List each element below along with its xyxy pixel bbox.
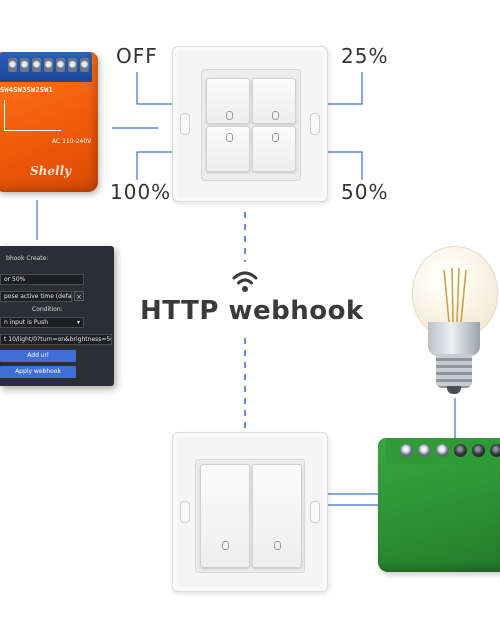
terminal-block bbox=[0, 52, 92, 82]
filament-icon bbox=[443, 267, 467, 326]
rocker-off[interactable] bbox=[206, 78, 250, 124]
terminal-screw-icon bbox=[454, 444, 467, 457]
mount-slot bbox=[180, 113, 190, 135]
terminal-screw-icon bbox=[8, 58, 17, 72]
level-100-label: 100% bbox=[110, 180, 172, 204]
panel-title: bhook Create: bbox=[6, 255, 49, 262]
condition-value: n input is Push bbox=[4, 319, 48, 326]
terminal-screw-icon bbox=[490, 444, 500, 457]
switch-frame bbox=[201, 69, 301, 181]
circuit-diagram bbox=[4, 100, 61, 131]
brand-logo: Shelly bbox=[30, 164, 72, 178]
remove-time-button[interactable]: × bbox=[74, 291, 84, 301]
terminal-screw-icon bbox=[32, 58, 41, 72]
indicator-led-icon bbox=[226, 111, 233, 120]
shelly-relay-green bbox=[378, 438, 500, 572]
terminals-label: SW4SW3SW2SW1 bbox=[0, 86, 53, 94]
terminal-screw-icon bbox=[56, 58, 65, 72]
switch-frame bbox=[195, 459, 305, 573]
rocker-left[interactable] bbox=[200, 464, 250, 568]
chevron-down-icon: ▾ bbox=[76, 319, 80, 326]
wifi-icon bbox=[232, 271, 258, 292]
rocker-right[interactable] bbox=[252, 464, 302, 568]
mount-slot bbox=[180, 501, 190, 523]
add-url-button[interactable]: Add url bbox=[0, 350, 76, 362]
level-25-label: 25% bbox=[341, 44, 389, 68]
condition-select[interactable]: n input is Push ▾ bbox=[0, 317, 84, 328]
terminal-screw-icon bbox=[436, 444, 449, 457]
wall-switch-4-button bbox=[172, 46, 328, 202]
url-input[interactable]: t 10/light/0?turn=on&brightness=50 bbox=[0, 334, 112, 345]
wall-switch-2-button bbox=[172, 432, 328, 592]
indicator-led-icon bbox=[272, 111, 279, 120]
terminal-screw-icon bbox=[68, 58, 77, 72]
terminal-screw-icon bbox=[80, 58, 89, 72]
webhook-name-input[interactable]: or 50% bbox=[0, 274, 84, 285]
terminal-screw-icon bbox=[44, 58, 53, 72]
headline-http-webhook: HTTP webhook bbox=[140, 296, 364, 326]
rocker-100[interactable] bbox=[206, 126, 250, 172]
terminal-screw-icon bbox=[418, 444, 431, 457]
mount-slot bbox=[310, 113, 320, 135]
level-off-label: OFF bbox=[116, 44, 158, 68]
bulb-screw-base bbox=[436, 354, 472, 388]
bulb-neck bbox=[428, 322, 480, 356]
terminal-block bbox=[386, 438, 500, 464]
indicator-led-icon bbox=[226, 133, 233, 142]
terminal-screw-icon bbox=[20, 58, 29, 72]
terminal-screw-icon bbox=[400, 444, 413, 457]
condition-label: Condition: bbox=[32, 306, 63, 313]
rocker-50[interactable] bbox=[252, 126, 296, 172]
webhook-config-panel: bhook Create: or 50% pose active time (d… bbox=[0, 246, 114, 386]
mount-slot bbox=[310, 501, 320, 523]
active-time-input[interactable]: pose active time (default 24h.) bbox=[0, 291, 72, 302]
indicator-led-icon bbox=[274, 541, 281, 550]
level-50-label: 50% bbox=[341, 180, 389, 204]
indicator-led-icon bbox=[272, 133, 279, 142]
terminal-screw-icon bbox=[472, 444, 485, 457]
apply-webhook-button[interactable]: Apply webhook bbox=[0, 366, 76, 378]
bulb-contact-tip bbox=[447, 386, 461, 394]
voltage-label: AC 110-240V bbox=[52, 138, 92, 145]
indicator-led-icon bbox=[222, 541, 229, 550]
shelly-relay-orange: SW4SW3SW2SW1 AC 110-240V Shelly bbox=[0, 52, 98, 192]
rocker-25[interactable] bbox=[252, 78, 296, 124]
